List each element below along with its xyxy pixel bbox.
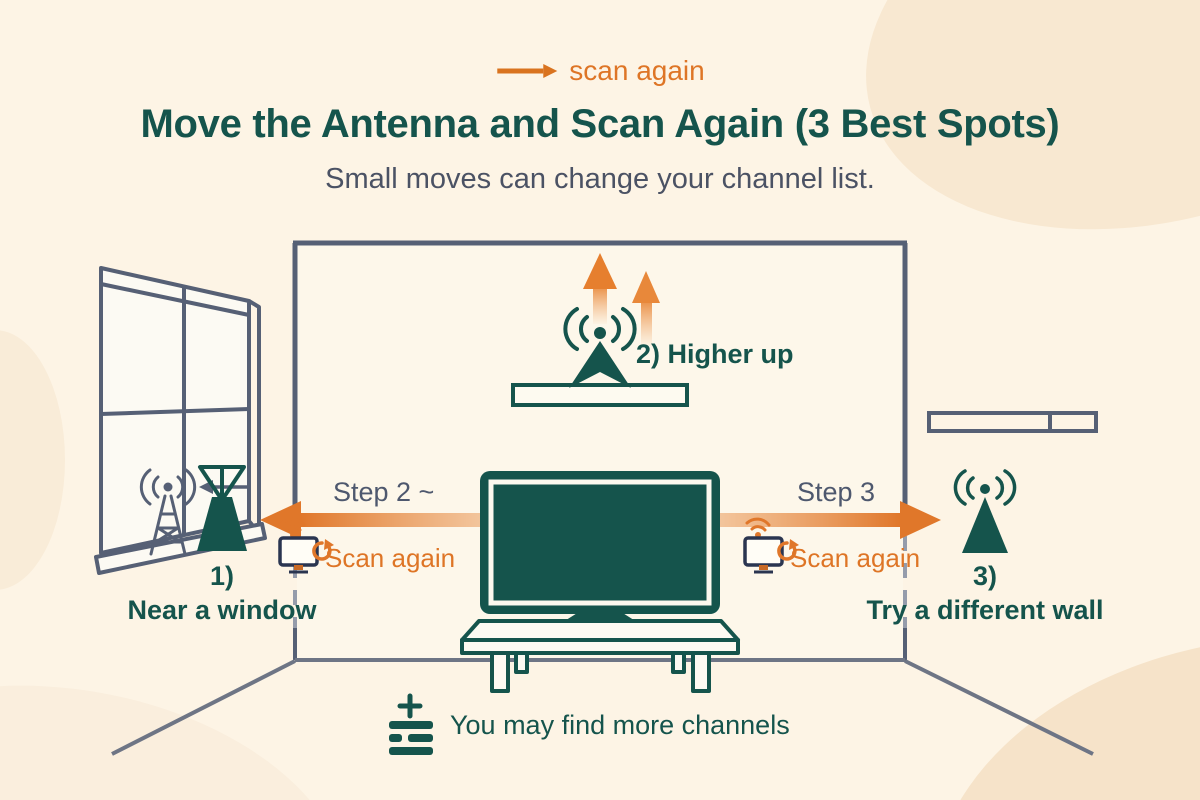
tv-icon bbox=[480, 471, 720, 614]
step2-title: Step 2 ~ bbox=[333, 477, 435, 507]
antenna-3-icon bbox=[953, 469, 1017, 553]
spot1-number: 1) bbox=[209, 561, 235, 591]
page-subtitle: Small moves can change your channel list… bbox=[325, 163, 875, 195]
header-scan-again: scan again bbox=[495, 55, 705, 87]
shelf-top-center bbox=[511, 383, 689, 407]
spot1-label: Near a window bbox=[127, 595, 317, 625]
up-arrow-icons bbox=[583, 253, 660, 346]
header-scan-again-label: scan again bbox=[569, 55, 705, 86]
step2-scan-label: Scan again bbox=[325, 543, 456, 573]
spot3-number: 3) bbox=[972, 561, 998, 591]
page-title: Move the Antenna and Scan Again (3 Best … bbox=[140, 102, 1060, 146]
tv-table bbox=[460, 619, 740, 693]
footer-message: You may find more channels bbox=[450, 710, 790, 740]
right-arrow-icon bbox=[497, 64, 558, 78]
spot3-label: Try a different wall bbox=[866, 595, 1104, 625]
shelf-right-wall bbox=[927, 411, 1098, 433]
room-walls bbox=[292, 240, 908, 508]
spot2-label: 2) Higher up bbox=[636, 339, 794, 369]
antenna-1-icon bbox=[197, 465, 247, 551]
broadcast-tower-icon bbox=[139, 468, 197, 556]
step3-scan-label: Scan again bbox=[790, 543, 921, 573]
step3-title: Step 3 bbox=[797, 477, 876, 507]
antenna-2-icon bbox=[563, 307, 637, 388]
room-floor bbox=[111, 628, 1094, 756]
more-channels-icon bbox=[389, 693, 433, 755]
